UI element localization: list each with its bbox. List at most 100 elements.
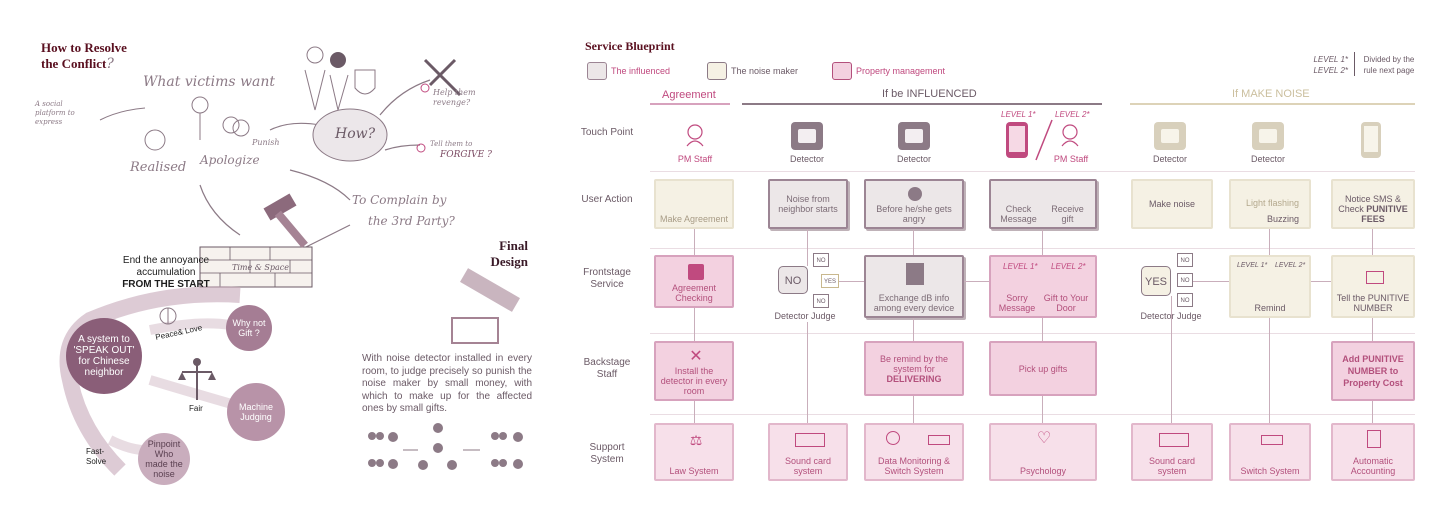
light-buzzing-box: Light flashing Buzzing	[1229, 179, 1311, 229]
phone-icon	[1006, 122, 1028, 158]
conflict-title: How to Resolve the Conflict?	[41, 40, 127, 72]
pm-staff-icon	[686, 124, 704, 147]
connector	[1171, 296, 1172, 423]
make-noise-label: Make noise	[1148, 199, 1196, 209]
magnifier-icon	[886, 431, 900, 445]
connector	[807, 322, 808, 423]
fast-solve-label: Fast-Solve	[86, 447, 107, 466]
connector	[1042, 396, 1043, 423]
detector-icon	[1154, 122, 1186, 150]
connector	[694, 308, 695, 341]
connector	[1372, 318, 1373, 341]
connector	[1269, 318, 1270, 423]
complain-note-2: the 3rd Party?	[368, 214, 455, 228]
sketch-strokes	[59, 46, 523, 476]
conflict-title-line2: the Conflict	[41, 56, 107, 71]
touch-detector-label-4: Detector	[1250, 154, 1285, 164]
no-small-2b: NO	[1177, 273, 1193, 287]
level-note-levels: LEVEL 1* LEVEL 2*	[1312, 54, 1348, 76]
final-design-line1: Final	[499, 238, 528, 253]
install-detector-label: Install the detector in every room	[660, 366, 728, 396]
connector	[1193, 281, 1229, 282]
tell-punitive-label: Tell the PUNITIVE NUMBER	[1336, 293, 1410, 313]
connector	[839, 281, 864, 282]
be-remind-box: Be remind by the system for DELIVERING	[864, 341, 964, 396]
no-small-2c: NO	[1177, 293, 1193, 307]
blueprint-title: Service Blueprint	[585, 39, 675, 53]
ledger-icon	[1367, 430, 1381, 448]
data-monitoring-box: Data Monitoring & Switch System	[864, 423, 964, 481]
machine-judging-circle: Machine Judging	[227, 383, 285, 441]
law-system-box: ⚖ Law System	[654, 423, 734, 481]
connector	[694, 401, 695, 423]
tell-punitive-box: Tell the PUNITIVE NUMBER	[1331, 255, 1415, 318]
building-icon	[906, 263, 924, 285]
sound-card-label: Sound card system	[784, 456, 832, 476]
touch-detector-label-2: Detector	[896, 154, 931, 164]
make-noise-box: Make noise	[1131, 179, 1213, 229]
connector	[1372, 401, 1373, 423]
sound-card-box: Sound card system	[768, 423, 848, 481]
add-punitive-label: Add PUNITIVE NUMBER to Property Cost	[1342, 354, 1404, 388]
end-annoyance-text: End the annoyance accumulation FROM THE …	[116, 255, 216, 291]
section-influenced-rule	[742, 103, 1102, 105]
no-small-top: NO	[813, 253, 829, 267]
pinpoint-text: Pinpoint Who made the noise	[145, 439, 183, 479]
sound-card-label-2: Sound card system	[1148, 456, 1196, 476]
detector-icon	[898, 122, 930, 150]
legend-property: Property management	[856, 66, 946, 76]
be-remind-label: Be remind by the system for	[879, 353, 949, 374]
touch-level1: LEVEL 1*	[1001, 110, 1036, 119]
no-judge-badge: NO	[778, 266, 808, 294]
front-level2: LEVEL 2*	[1051, 262, 1086, 271]
remind-level2: LEVEL 2*	[1275, 262, 1306, 269]
level-note-divided: Divided by the rule next page	[1363, 55, 1415, 75]
notice-sms-label: Notice SMS & Check	[1338, 194, 1402, 214]
before-angry-box: Before he/she gets angry	[864, 179, 964, 229]
make-agreement-box: Make Agreement	[654, 179, 734, 229]
connector	[1042, 318, 1043, 341]
legend-influenced: The influenced	[611, 66, 671, 76]
add-punitive-box: Add PUNITIVE NUMBER to Property Cost	[1331, 341, 1415, 401]
touch-detector-label-3: Detector	[1152, 154, 1187, 164]
switch-system-box: Switch System	[1229, 423, 1311, 481]
final-design-title: Final Design	[480, 238, 528, 270]
legend-swatch-property	[832, 62, 852, 80]
level-note-divider	[1354, 52, 1355, 76]
section-make-noise-rule	[1130, 103, 1415, 105]
connector	[1042, 229, 1043, 255]
legend-swatch-noise-maker	[707, 62, 727, 80]
connector	[964, 281, 989, 282]
psychology-label: Psychology	[1019, 466, 1067, 476]
psychology-box: ♡ Psychology	[989, 423, 1097, 481]
notice-sms-box: Notice SMS & Check PUNITIVE FEES	[1331, 179, 1415, 229]
no-small-bottom: NO	[813, 294, 829, 308]
section-agreement-rule	[650, 103, 730, 105]
what-victims-want: What victims want	[143, 74, 276, 90]
row-touch-point: Touch Point	[580, 127, 634, 138]
touch-level2: LEVEL 2*	[1055, 110, 1090, 119]
remind-label: Remind	[1254, 303, 1286, 313]
social-platform-note: A social platform to express	[35, 100, 75, 126]
noise-from-neighbor-box: Noise from neighbor starts	[768, 179, 848, 229]
noise-from-label: Noise from neighbor starts	[778, 194, 838, 214]
tell-forgive-note-1: Tell them to	[430, 140, 473, 148]
connector	[694, 229, 695, 255]
separator-4	[650, 414, 1415, 415]
sorry-message-label: Sorry Message	[998, 293, 1036, 313]
data-monitoring-label: Data Monitoring & Switch System	[877, 456, 951, 476]
exchange-db-box: Exchange dB info among every device	[864, 255, 964, 318]
buzzing-label: Buzzing	[1266, 214, 1299, 224]
law-system-label: Law System	[669, 466, 719, 476]
final-design-description: With noise detector installed in every r…	[362, 353, 532, 414]
slash-divider	[1035, 119, 1053, 161]
final-design-line2: Design	[490, 254, 528, 269]
exchange-db-label: Exchange dB info among every device	[873, 293, 955, 313]
before-angry-label: Before he/she gets angry	[876, 204, 952, 224]
level-note-1: LEVEL 1*	[1313, 55, 1348, 64]
check-message-box: Check Message Receive gift	[989, 179, 1097, 229]
conflict-title-line1: How to Resolve	[41, 40, 127, 55]
front-level1: LEVEL 1*	[1003, 262, 1038, 271]
sound-card-box-2: Sound card system	[1131, 423, 1213, 481]
level-note-2: LEVEL 2*	[1313, 66, 1348, 75]
